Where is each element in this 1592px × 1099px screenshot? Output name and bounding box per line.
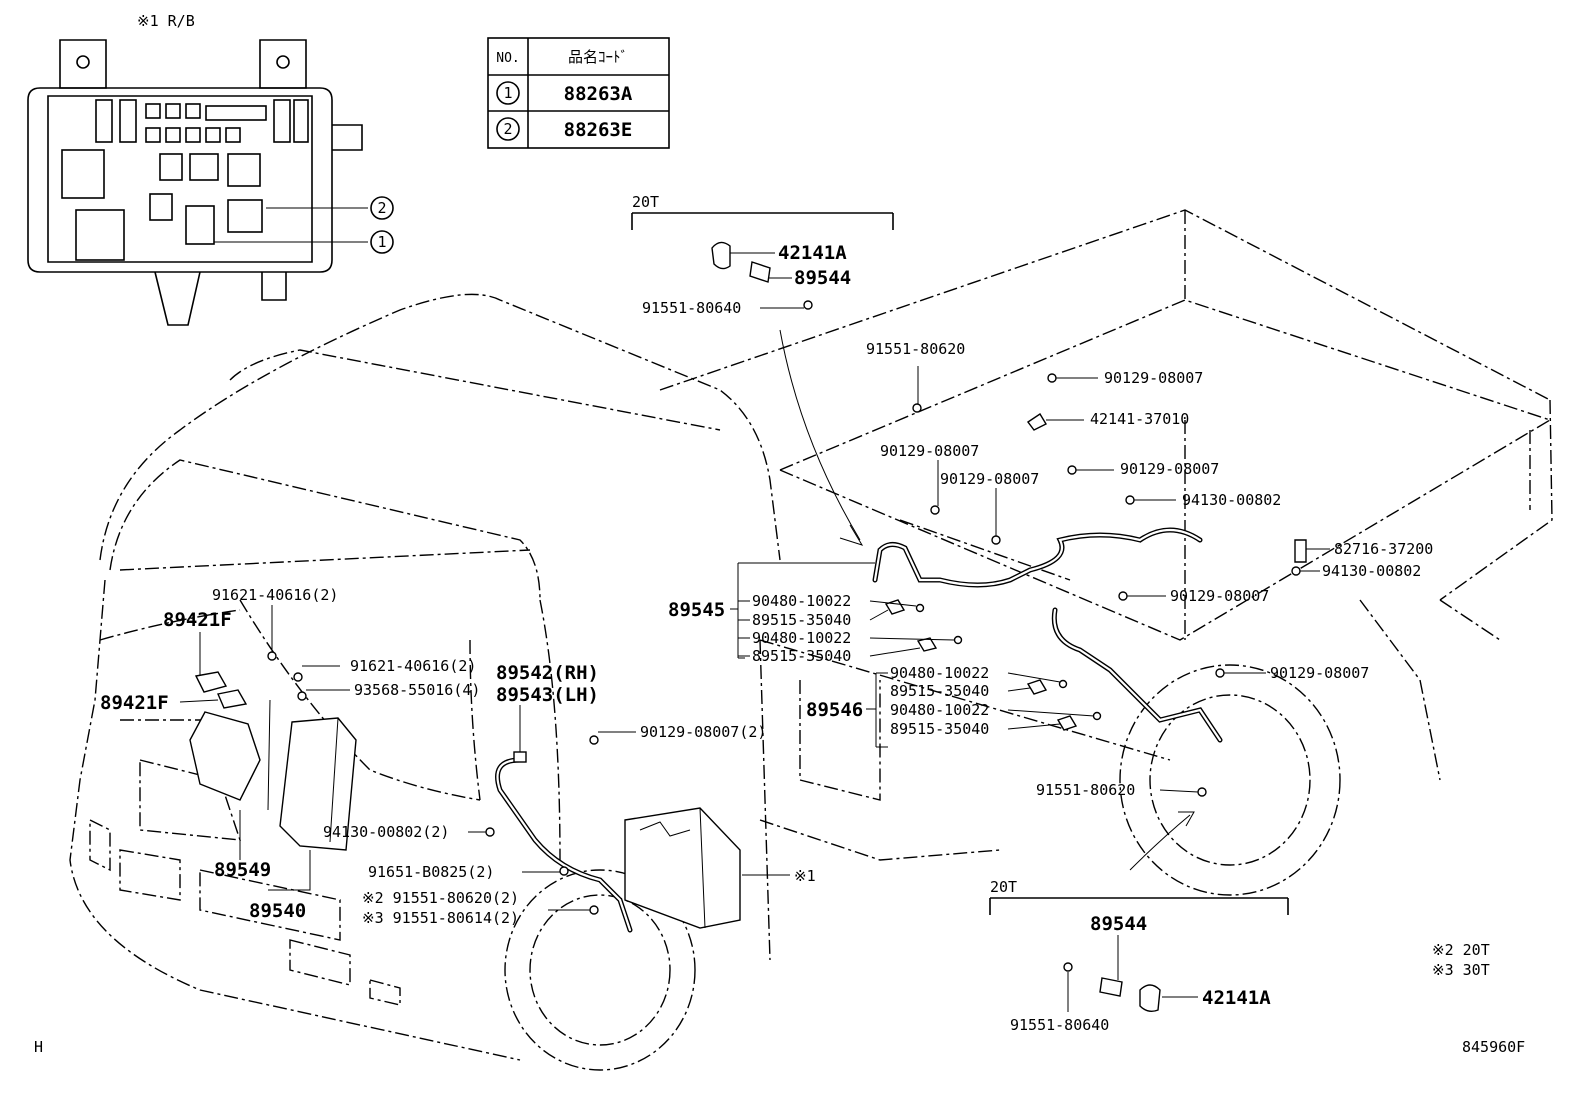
truck-outline: [69, 209, 1553, 1071]
label-89546: 89546: [806, 699, 863, 721]
part-labels: 20T 42141A 89544 91551-80640 91551-80620…: [100, 193, 1433, 1034]
bracket-89421f: [217, 689, 248, 709]
label-89545: 89545: [668, 599, 725, 621]
table-header-no: NO.: [496, 51, 519, 66]
relay-block-drawing: ※1 R/B 2 1: [27, 12, 394, 326]
part-code-table: NO. 品名ｺｰﾄﾞ 1 88263A 2 88263E: [487, 37, 670, 149]
label-91551-80620-2: ※2 91551-80620(2): [362, 889, 519, 907]
label-82716-37200: 82716-37200: [1334, 540, 1433, 558]
rb-callout-1: 1: [377, 233, 386, 251]
label-90129-08007: 90129-08007: [1104, 369, 1203, 387]
label-89421f: 89421F: [100, 692, 169, 714]
label-91551-80614-2: ※3 91551-80614(2): [362, 909, 519, 927]
leader-lines: [179, 212, 1330, 1012]
rear-harness-89545: [872, 527, 1203, 588]
label-89543-lh: 89543(LH): [496, 684, 599, 706]
label-90480-10022: 90480-10022: [752, 592, 851, 610]
note-line: ※3 30T: [1432, 961, 1490, 979]
label-89515-35040: 89515-35040: [890, 682, 989, 700]
label-89515-35040: 89515-35040: [752, 647, 851, 665]
label-91651-b0825-2: 91651-B0825(2): [368, 863, 494, 881]
label-89544: 89544: [1090, 913, 1147, 935]
label-90480-10022: 90480-10022: [890, 664, 989, 682]
label-93568-55016: 93568-55016(4): [354, 681, 480, 699]
label-90480-10022: 90480-10022: [752, 629, 851, 647]
label-42141a: 42141A: [778, 242, 847, 264]
label-94130-00802: 94130-00802: [1182, 491, 1281, 509]
label-90129-08007: 90129-08007: [880, 442, 979, 460]
label-89515-35040: 89515-35040: [890, 720, 989, 738]
table-header-code: 品名ｺｰﾄﾞ: [568, 48, 628, 66]
speed-sensor-89544: [1099, 977, 1123, 997]
sensor-bracket-42141a: [711, 241, 731, 270]
speed-sensor-89544: [749, 261, 771, 283]
ecu-bracket: [189, 711, 261, 801]
label-94130-00802-2: 94130-00802(2): [323, 823, 449, 841]
label-91621-40616: 91621-40616(2): [212, 586, 338, 604]
table-row-code: 88263E: [564, 119, 633, 141]
label-94130-00802: 94130-00802: [1322, 562, 1421, 580]
label-91551-80640: 91551-80640: [1010, 1016, 1109, 1034]
label-90129-08007-2: 90129-08007(2): [640, 723, 766, 741]
label-90480-10022: 90480-10022: [890, 701, 989, 719]
bracket-89421f: [194, 671, 228, 693]
rb-header: ※1 R/B: [137, 12, 195, 30]
table-row-no: 1: [503, 84, 512, 102]
table-row-code: 88263A: [564, 83, 633, 105]
label-89549: 89549: [214, 859, 271, 881]
label-91621-40616: 91621-40616(2): [350, 657, 476, 675]
note-line: ※2 20T: [1432, 941, 1490, 959]
corner-mark: H: [34, 1038, 43, 1056]
label-42141a: 42141A: [1202, 987, 1271, 1009]
group-label-20t: 20T: [990, 878, 1017, 896]
label-89542-rh: 89542(RH): [496, 662, 599, 684]
label-89540: 89540: [249, 900, 306, 922]
label-rb-ref: ※1: [794, 867, 816, 885]
label-89544: 89544: [794, 267, 851, 289]
footnotes: ※2 20T ※3 30T H 845960F: [34, 941, 1525, 1056]
label-91551-80620: 91551-80620: [866, 340, 965, 358]
label-90129-08007: 90129-08007: [940, 470, 1039, 488]
diagram-id: 845960F: [1462, 1038, 1525, 1056]
rear-harness-89546: [1051, 607, 1223, 743]
sensor-bracket-42141a: [1139, 984, 1161, 1013]
label-89421f: 89421F: [163, 609, 232, 631]
label-42141-37010: 42141-37010: [1090, 410, 1189, 428]
label-89515-35040: 89515-35040: [752, 611, 851, 629]
label-90129-08007: 90129-08007: [1270, 664, 1369, 682]
components: [189, 241, 1307, 1013]
label-91551-80620: 91551-80620: [1036, 781, 1135, 799]
rb-callout-2: 2: [377, 199, 386, 217]
group-label-20t: 20T: [632, 193, 659, 211]
label-90129-08007: 90129-08007: [1120, 460, 1219, 478]
table-row-no: 2: [503, 120, 512, 138]
label-90129-08007: 90129-08007: [1170, 587, 1269, 605]
label-91551-80640: 91551-80640: [642, 299, 741, 317]
